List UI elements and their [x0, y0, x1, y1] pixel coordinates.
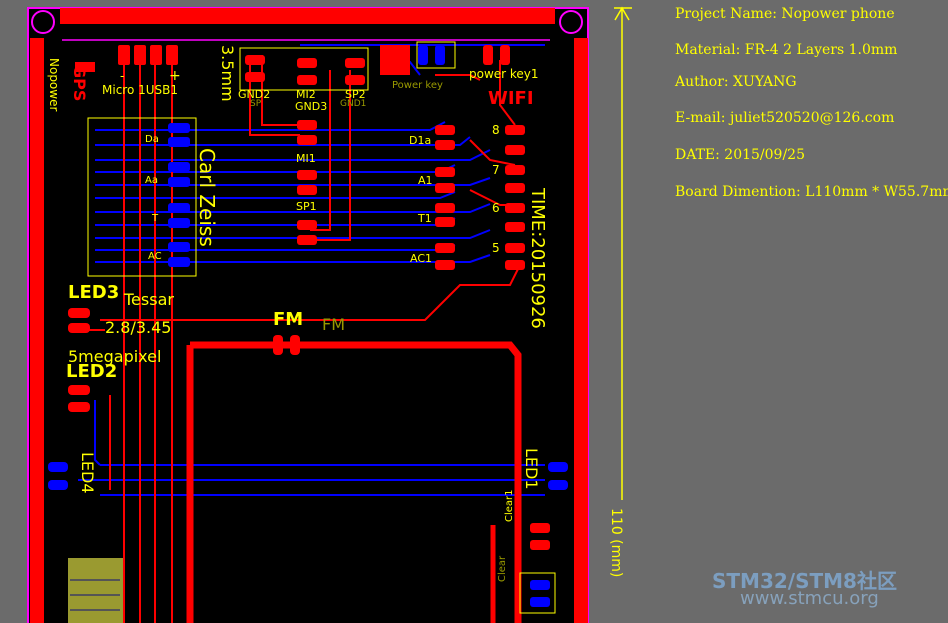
audio-jack-label: 3.5mm [218, 45, 237, 102]
power-key1-label: power key1 [469, 67, 539, 81]
top-layer-traces [75, 55, 521, 623]
fm-mirror-label: FM [322, 315, 345, 334]
aa-label: Aa [145, 175, 158, 186]
pin5-label: 5 [492, 241, 500, 255]
gnd1-label: GND1 [340, 99, 366, 109]
mi1-label: MI1 [296, 152, 316, 165]
power-key-label: Power key [392, 80, 443, 91]
clear-label: Clear [497, 555, 508, 582]
fm-thick-trace-right [190, 341, 522, 623]
pin6-label: 6 [492, 201, 500, 215]
wifi-label: WIFI [488, 88, 534, 109]
t1-label: T1 [417, 212, 432, 225]
aperture-label: 2.8/3.45 [105, 318, 171, 337]
author-text: Author: XUYANG [675, 74, 797, 90]
clear1-label: Clear1 [504, 489, 515, 522]
email-text: E-mail: juliet520520@126.com [675, 110, 895, 126]
right-copper-rail [574, 38, 588, 623]
silkscreen-outlines [68, 41, 556, 623]
usb-minus-label: - [120, 69, 124, 83]
board-dimension-text: Board Dimention: L110mm * W55.7mm [675, 184, 948, 200]
sp1-label: SP1 [296, 200, 317, 213]
dimension-line [614, 6, 632, 500]
fm-label: FM [273, 309, 303, 330]
a1-label: A1 [418, 174, 433, 187]
sp2-label: SP2 [345, 88, 366, 101]
top-copper-bar [60, 8, 555, 24]
sp-label: SP [250, 99, 262, 109]
usb-connector-label: Micro 1USB1 [102, 83, 178, 97]
tessar-label: Tessar [123, 290, 174, 309]
pin8-label: 8 [492, 123, 500, 137]
led1-label: LED1 [522, 448, 541, 490]
mount-hole-left [31, 10, 55, 34]
nopower-label: Nopower [47, 58, 61, 111]
watermark-url: www.stmcu.org [740, 588, 879, 609]
d1a-label: D1a [409, 134, 431, 147]
mi2-label: MI2 [296, 88, 316, 101]
left-copper-rail [30, 38, 44, 623]
pads-blue [48, 45, 568, 607]
da-label: Da [145, 134, 159, 145]
pin7-label: 7 [492, 163, 500, 177]
carl-zeiss-label: Carl Zeiss [195, 148, 219, 247]
watermark-logo: STM32/STM8社区 [712, 569, 897, 593]
board-area [28, 8, 588, 623]
ac-label: AC [148, 251, 162, 262]
ac1-label: AC1 [410, 252, 432, 265]
date-text: DATE: 2015/09/25 [675, 147, 805, 163]
gps-label: GPS [70, 65, 89, 101]
material-text: Material: FR-4 2 Layers 1.0mm [675, 42, 898, 58]
project-name-text: Project Name: Nopower phone [675, 6, 895, 22]
t-label: T [151, 213, 159, 224]
gnd3-label: GND3 [295, 100, 327, 113]
pads-red [68, 45, 550, 550]
battery-stripes [70, 579, 120, 611]
megapixel-label: 5megapixel [68, 347, 161, 366]
led3-label: LED3 [68, 282, 119, 303]
time-label: TIME:20150926 [527, 187, 548, 329]
led4-label: LED4 [78, 452, 97, 494]
mount-hole-right [559, 10, 583, 34]
usb-plus-label: + [169, 68, 181, 84]
led2-label: LED2 [66, 361, 117, 382]
gnd2-label: GND2 [238, 88, 270, 101]
dimension-label: 110 (mm) [608, 508, 624, 577]
